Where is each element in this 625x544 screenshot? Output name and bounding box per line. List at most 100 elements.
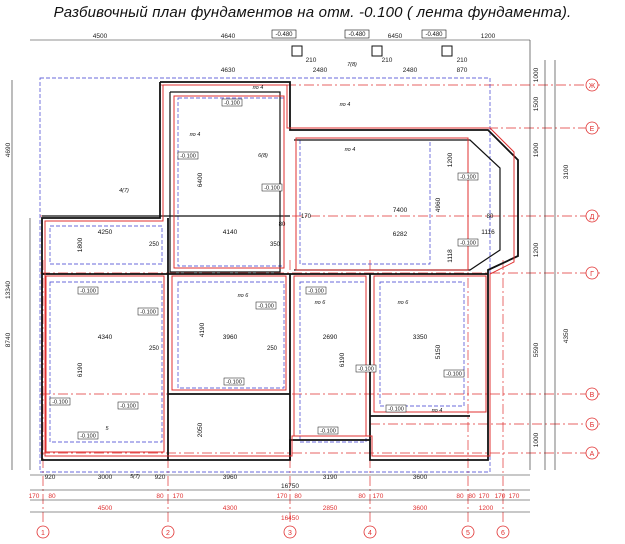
section-mark-13: 5 (105, 426, 109, 432)
dim-red-80f: 80 (468, 493, 476, 500)
dim-red-80c: 80 (294, 493, 302, 500)
section-mark-3: по 4 (345, 147, 356, 153)
top-marker-1: -0.480 (275, 32, 293, 38)
dim-bottom-3000: 3000 (98, 474, 113, 481)
section-mark-4: по 4 (190, 132, 201, 138)
level-marker-7: -0.100 (140, 310, 156, 316)
dim-red-total: 16450 (281, 515, 299, 522)
level-marker-11: -0.100 (120, 404, 136, 410)
dim-right-1000b: 1000 (533, 67, 540, 82)
axis-label-v: В (590, 392, 595, 399)
dim-red-80e: 80 (456, 493, 464, 500)
dim-top-4500: 4500 (93, 33, 108, 40)
axis-bubbles-right (585, 78, 599, 460)
dim-6282: 6282 (393, 231, 408, 238)
small-dim-1: 250 (149, 242, 160, 248)
axis-label-5: 5 (466, 530, 470, 537)
dim-4190: 4190 (199, 322, 206, 337)
dim-bottom-16750: 16750 (281, 483, 299, 490)
section-mark-2: по 4 (340, 102, 351, 108)
axis-label-a: А (590, 451, 595, 458)
pier-boxes (291, 45, 453, 57)
dim-left-13340: 13340 (5, 281, 12, 299)
level-marker-1: -0.100 (224, 101, 240, 107)
dim-right-1000a: 1000 (533, 432, 540, 447)
dim-top-4630: 4630 (221, 67, 236, 74)
dim-bottom-920b: 920 (155, 474, 166, 481)
small-dim-7: 80 (487, 214, 494, 220)
dim-red-3600: 3600 (413, 505, 428, 512)
section-mark-5: по 6 (238, 293, 250, 299)
section-mark-8: по 4 (432, 408, 443, 414)
level-marker-16: -0.100 (388, 407, 404, 413)
section-mark-10: 4(7) (119, 188, 129, 194)
section-mark-7: по 6 (315, 300, 327, 306)
dimension-lines (11, 39, 556, 513)
dim-right-3100: 3100 (563, 164, 570, 179)
dim-right-5590: 5590 (533, 342, 540, 357)
level-marker-9: -0.100 (308, 289, 324, 295)
dim-top-210c: 210 (457, 57, 468, 64)
dim-top-870: 870 (457, 67, 468, 74)
axis-label-zh: Ж (589, 83, 596, 90)
dim-6190b: 6190 (339, 352, 346, 367)
top-marker-3: -0.480 (425, 32, 443, 38)
dim-red-170c: 170 (277, 493, 288, 500)
dim-red-4500: 4500 (98, 505, 113, 512)
level-marker-17: -0.100 (446, 372, 462, 378)
dim-6190a: 6190 (77, 362, 84, 377)
level-marker-4: -0.100 (460, 175, 476, 181)
dim-red-170d: 170 (373, 493, 384, 500)
dim-1116: 1116 (481, 229, 495, 236)
foundation-inner-outline (39, 77, 491, 473)
level-marker-6: -0.100 (80, 289, 96, 295)
axis-label-d: Д (590, 214, 595, 221)
section-mark-9: 6(8) (258, 153, 268, 159)
dim-4960: 4960 (435, 197, 442, 212)
dim-1118: 1118 (447, 249, 454, 263)
top-marker-2: -0.480 (348, 32, 366, 38)
dim-top-1200: 1200 (481, 33, 496, 40)
dim-red-80d: 80 (358, 493, 366, 500)
dim-right-1900: 1900 (533, 142, 540, 157)
dim-2050: 2050 (197, 422, 204, 437)
small-dim-5: 250 (149, 346, 160, 352)
dim-3960: 3960 (223, 334, 238, 341)
dim-bottom-3600: 3600 (413, 474, 428, 481)
dim-4250: 4250 (98, 229, 113, 236)
axis-label-1: 1 (41, 530, 45, 537)
level-marker-5: -0.100 (460, 241, 476, 247)
small-dim-4: 350 (270, 242, 281, 248)
dim-4340: 4340 (98, 334, 113, 341)
dim-1200: 1200 (447, 152, 454, 167)
level-marker-13: -0.100 (80, 434, 96, 440)
dim-top-210a: 210 (306, 57, 317, 64)
foundation-axis-outline (44, 84, 515, 457)
dim-bottom-920a: 920 (45, 474, 56, 481)
dim-left-4690: 4690 (5, 142, 12, 157)
dim-bottom-3960: 3960 (223, 474, 238, 481)
level-marker-12: -0.100 (226, 380, 242, 386)
dim-right-4350: 4350 (563, 328, 570, 343)
dim-red-170f: 170 (495, 493, 506, 500)
dim-5150: 5150 (435, 344, 442, 359)
axis-label-6: 6 (501, 530, 505, 537)
axis-label-b: Б (590, 422, 595, 429)
foundation-walls (41, 81, 519, 461)
dim-top-2480b: 2480 (403, 67, 418, 74)
axis-label-4: 4 (368, 530, 372, 537)
dim-4140: 4140 (223, 229, 238, 236)
small-dim-2: 170 (301, 214, 312, 220)
dim-red-170b: 170 (173, 493, 184, 500)
plan-title: Разбивочный план фундаментов на отм. -0.… (53, 4, 572, 21)
small-dim-3: 80 (279, 222, 286, 228)
level-marker-3: -0.100 (264, 186, 280, 192)
level-marker-10: -0.100 (52, 400, 68, 406)
dim-3350: 3350 (413, 334, 428, 341)
small-dim-6: 250 (267, 346, 278, 352)
dim-right-1200: 1200 (533, 242, 540, 257)
axis-label-3: 3 (288, 530, 292, 537)
dim-top-2480a: 2480 (313, 67, 328, 74)
axis-bubbles-bottom (36, 525, 510, 539)
